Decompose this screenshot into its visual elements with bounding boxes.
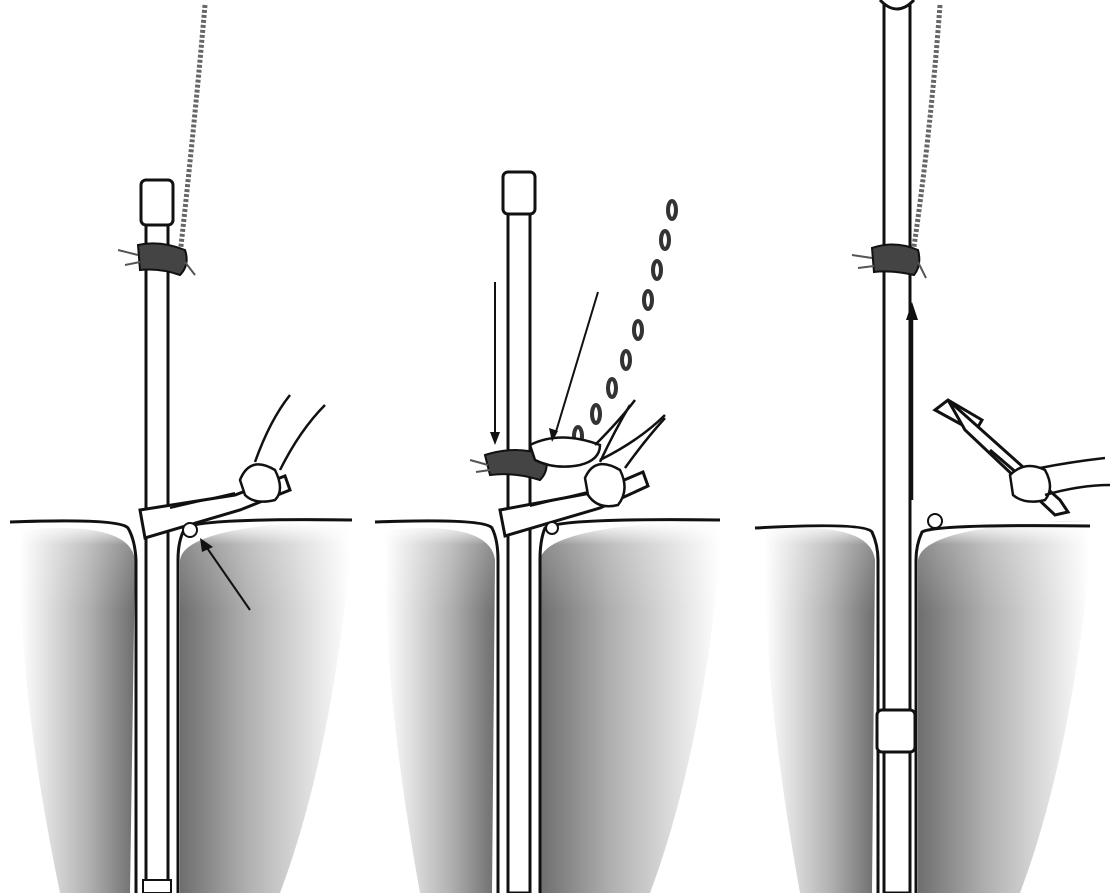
pipe-cap xyxy=(503,172,535,214)
pipe-coupling xyxy=(143,880,171,893)
marker-ball xyxy=(183,523,197,537)
rope xyxy=(180,5,205,255)
well-pipe xyxy=(146,200,168,893)
hand-holding-chain xyxy=(530,438,600,467)
pipe-coupling xyxy=(877,710,915,752)
panel-step-2 xyxy=(375,172,725,893)
panel-step-3 xyxy=(755,0,1110,893)
well-pipe xyxy=(508,195,530,893)
marker-ball xyxy=(546,522,558,534)
rope-hitch-knot xyxy=(138,243,187,275)
well-pipe xyxy=(884,0,910,893)
rope-hitch-knot xyxy=(872,244,919,275)
panel-step-1 xyxy=(10,5,360,893)
pipe-cap xyxy=(141,180,173,225)
rope xyxy=(912,5,940,260)
marker-ball xyxy=(928,514,942,528)
hand-holding-wrench xyxy=(1010,458,1110,502)
